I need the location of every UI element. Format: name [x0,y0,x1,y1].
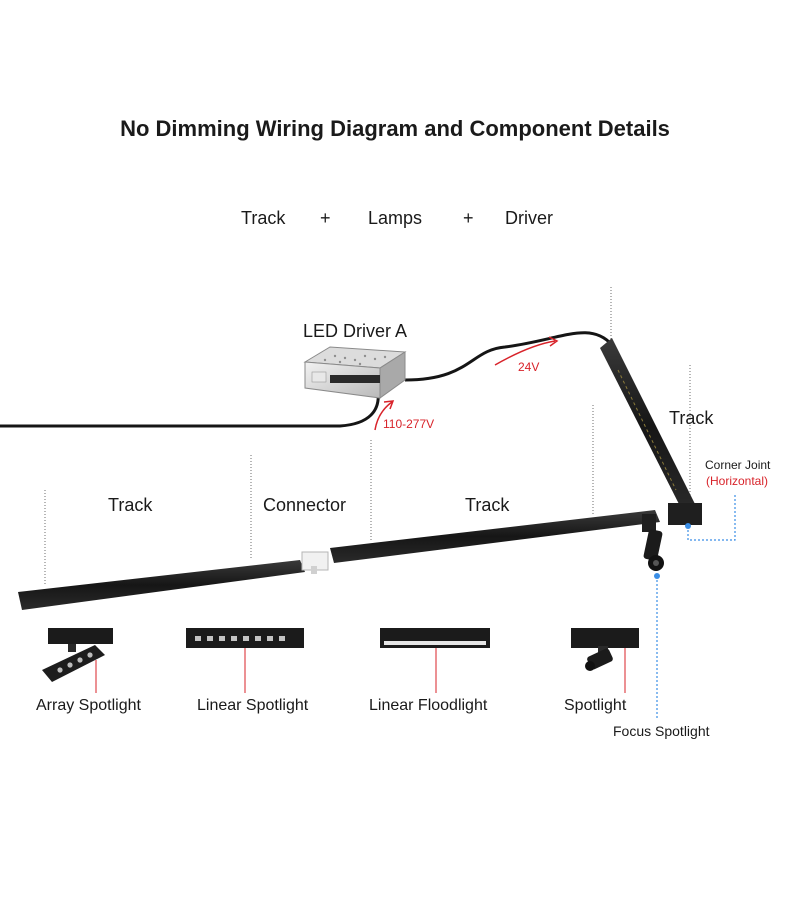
track-middle-label: Track [465,495,510,515]
lamp-label-linear-spotlight: Linear Spotlight [197,697,309,714]
track-left [18,560,305,610]
corner-joint-sub-label: (Horizontal) [706,474,769,488]
track-left-label: Track [108,495,153,515]
formula-lamps: Lamps [368,208,423,228]
output-cable [404,331,614,382]
lamp-label-linear-floodlight: Linear Floodlight [369,697,488,714]
led-driver-box [303,346,407,399]
formula-driver: Driver [505,208,553,228]
track-middle [330,510,660,563]
linear-spotlight-fixture [186,628,304,648]
formula-track: Track [241,208,286,228]
mains-cable [0,391,380,428]
lamp-label-array-spotlight: Array Spotlight [36,697,141,714]
voltage-arrows [374,336,559,431]
connector-part [301,551,329,574]
page-title: No Dimming Wiring Diagram and Component … [120,116,670,141]
corner-joint-label: Corner Joint [705,458,771,472]
linear-floodlight-fixture [380,628,490,648]
led-driver-label: LED Driver A [303,321,408,341]
focus-spotlight-fixture [642,514,664,571]
suspension-wires [44,287,691,585]
voltage-24v-label: 24V [518,360,540,374]
blue-leaders [656,495,736,718]
formula-plus-2: + [463,208,474,228]
array-spotlight-fixture [42,628,113,682]
connector-label: Connector [263,495,347,515]
formula-plus-1: + [320,208,331,228]
lamp-leaders [95,648,626,693]
track-right-label: Track [669,408,714,428]
lamp-label-spotlight: Spotlight [564,697,627,714]
focus-spotlight-label: Focus Spotlight [613,723,710,739]
corner-joint [668,503,702,525]
voltage-input-label: 110-277V [383,417,435,431]
spotlight-fixture [571,628,639,671]
